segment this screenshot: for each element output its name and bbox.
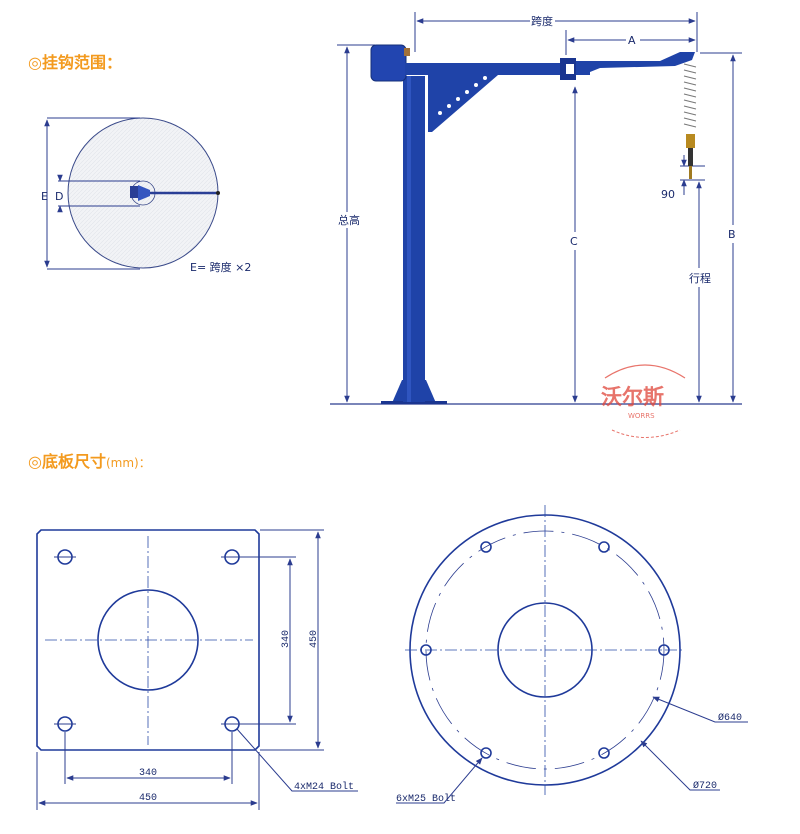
label-offset-90: 90 [661,188,675,201]
outer-arm [576,52,695,72]
label-span: 跨度 [531,14,553,28]
dim-340-horizontal: 340 [139,768,157,779]
label-outer-diameter: Ø720 [693,780,717,792]
svg-text:WORRS: WORRS [628,412,655,420]
motor-box [370,44,407,82]
base-plate-title: ◎底板尺寸(mm)： [28,452,151,471]
dim-450-horizontal: 450 [139,793,157,804]
arm-brace [428,75,498,132]
label-a: A [628,34,636,47]
crane-side-view: 跨度 A 总高 C B 90 行程 [330,12,742,438]
center-hole [97,589,199,691]
hook-range-section: ◎挂钩范围： E D E= 跨度 ×2 [28,53,251,274]
bolt-label-square: 4xM24 Bolt [294,781,354,793]
label-c: C [570,235,578,248]
hook-range-title: ◎挂钩范围： [28,53,122,72]
base-plate-section: ◎底板尺寸(mm)： 340 450 340 450 4xM24 Bolt [28,452,748,810]
spring-coil [683,63,697,128]
crane-top-view-icon [130,185,220,201]
svg-text:沃尔斯: 沃尔斯 [601,385,664,409]
bolt-holes-square [54,549,243,732]
span-formula: E= 跨度 ×2 [190,260,251,274]
label-stroke: 行程 [689,272,711,285]
bolt-label-round: 6xM25 Bolt [396,793,456,805]
label-e: E [41,190,48,203]
label-b: B [728,228,736,241]
dim-340-vertical: 340 [281,630,292,648]
worrs-logo: 沃尔斯 WORRS [601,364,686,438]
dim-450-vertical: 450 [309,630,320,648]
label-bolt-circle-diameter: Ø640 [718,712,742,724]
crane-arm [405,63,590,75]
bolt-holes-round [420,541,670,759]
label-total-height: 总高 [338,213,360,227]
hook-controller [686,134,695,148]
crane-column [403,76,425,402]
label-d: D [55,190,63,203]
